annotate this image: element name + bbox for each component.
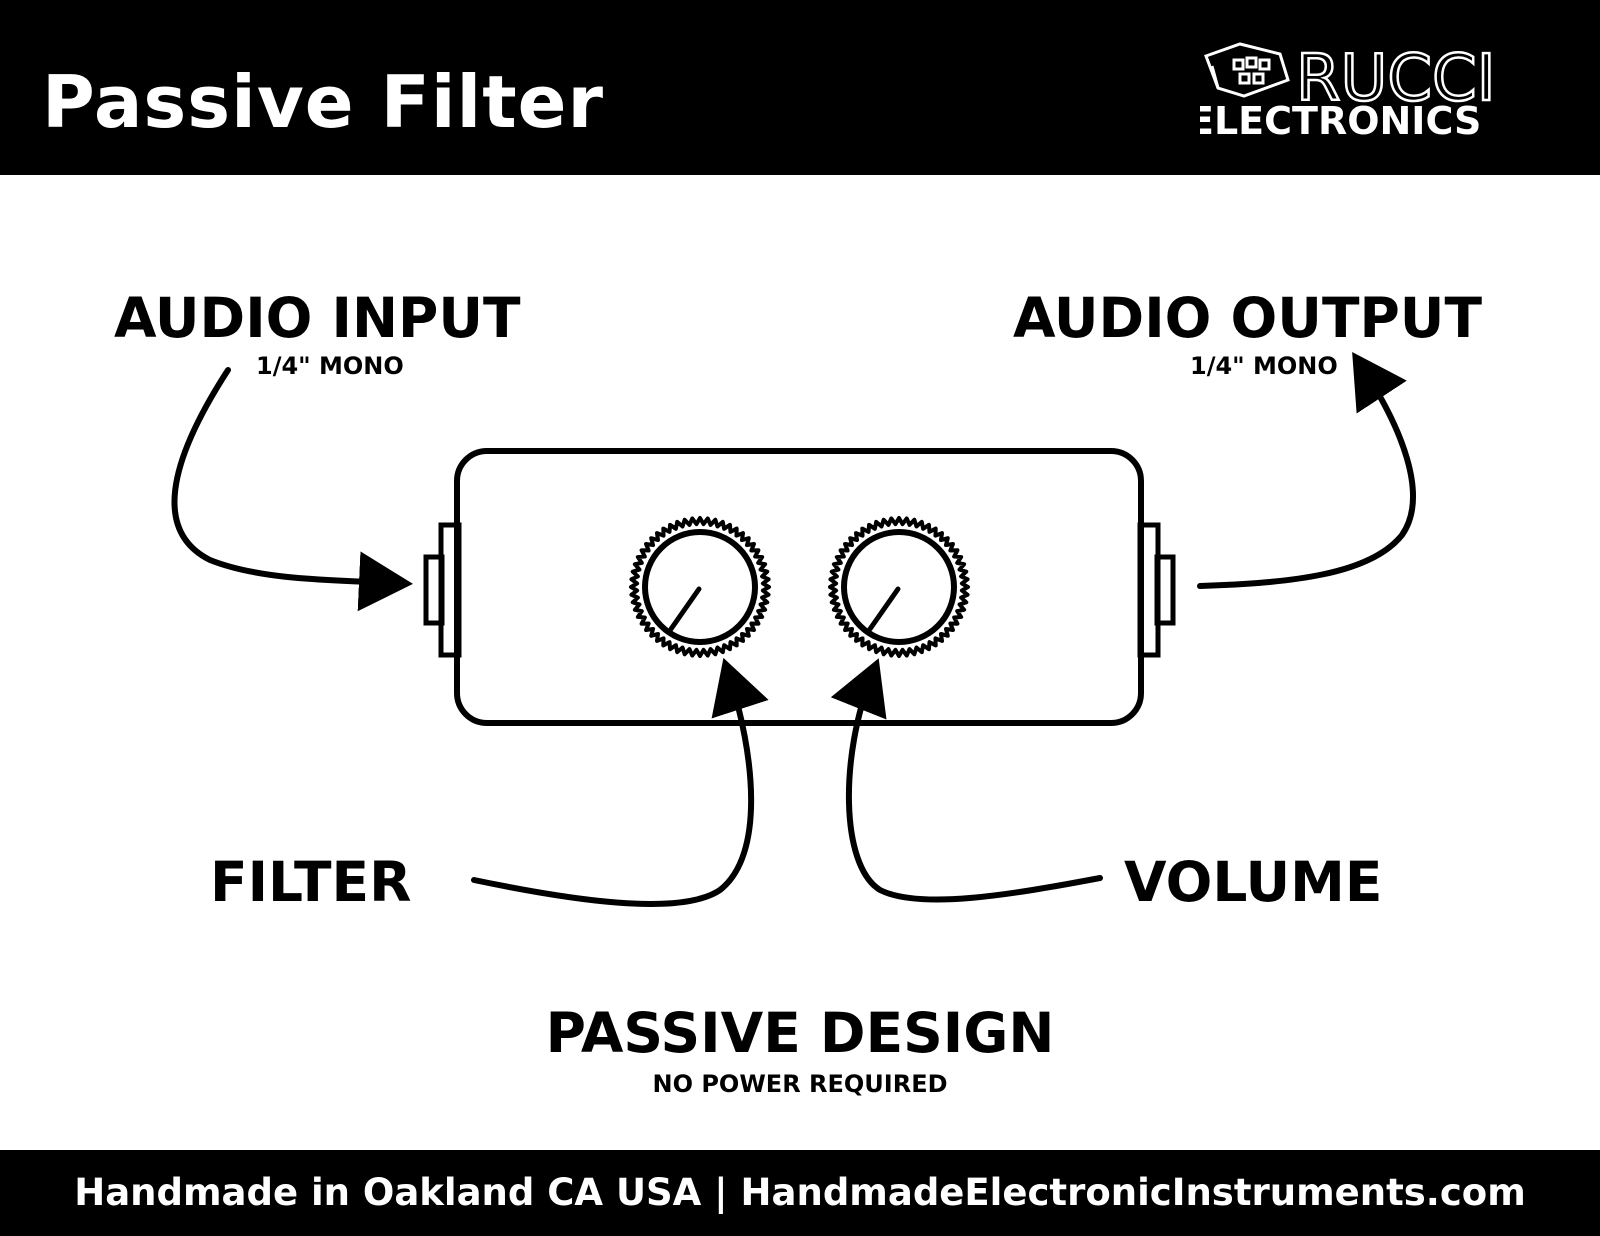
knob-serrated-edge — [828, 516, 970, 658]
rucci-electronics-logo: RUCCI ELECTRONICS — [1200, 41, 1497, 143]
pedal-diagram — [171, 351, 1416, 907]
input-jack — [423, 522, 462, 658]
output-arrow — [1197, 351, 1416, 589]
logo-wordmark: RUCCI — [1296, 42, 1496, 116]
logo-subtitle: ELECTRONICS — [1200, 99, 1481, 143]
audio-input-label: AUDIO INPUT — [114, 286, 521, 350]
knob-pointer — [668, 586, 702, 632]
volume-arrow — [830, 658, 1103, 903]
output-jack — [1137, 522, 1176, 658]
filter-arrow — [471, 657, 769, 907]
input-arrow — [171, 367, 413, 612]
pedal-icon — [1204, 42, 1290, 98]
filter-label: FILTER — [210, 850, 412, 914]
filter-knob[interactable] — [629, 516, 771, 658]
knob-pointer — [867, 586, 901, 632]
footer-bar — [0, 1150, 1600, 1236]
page-title: Passive Filter — [42, 60, 604, 144]
volume-knob[interactable] — [828, 516, 970, 658]
pedal-enclosure — [454, 448, 1144, 726]
knob-serrated-edge — [629, 516, 771, 658]
audio-input-sublabel: 1/4" MONO — [256, 352, 404, 380]
header-bar: Passive Filter RUCCI ELECTRONICS — [0, 0, 1600, 175]
volume-label: VOLUME — [1124, 850, 1383, 914]
audio-output-sublabel: 1/4" MONO — [1190, 352, 1338, 380]
passive-design-sublabel: NO POWER REQUIRED — [652, 1070, 948, 1098]
footer-text: Handmade in Oakland CA USA | HandmadeEle… — [74, 1171, 1526, 1214]
audio-output-label: AUDIO OUTPUT — [1013, 286, 1482, 350]
passive-design-label: PASSIVE DESIGN — [545, 1001, 1055, 1065]
